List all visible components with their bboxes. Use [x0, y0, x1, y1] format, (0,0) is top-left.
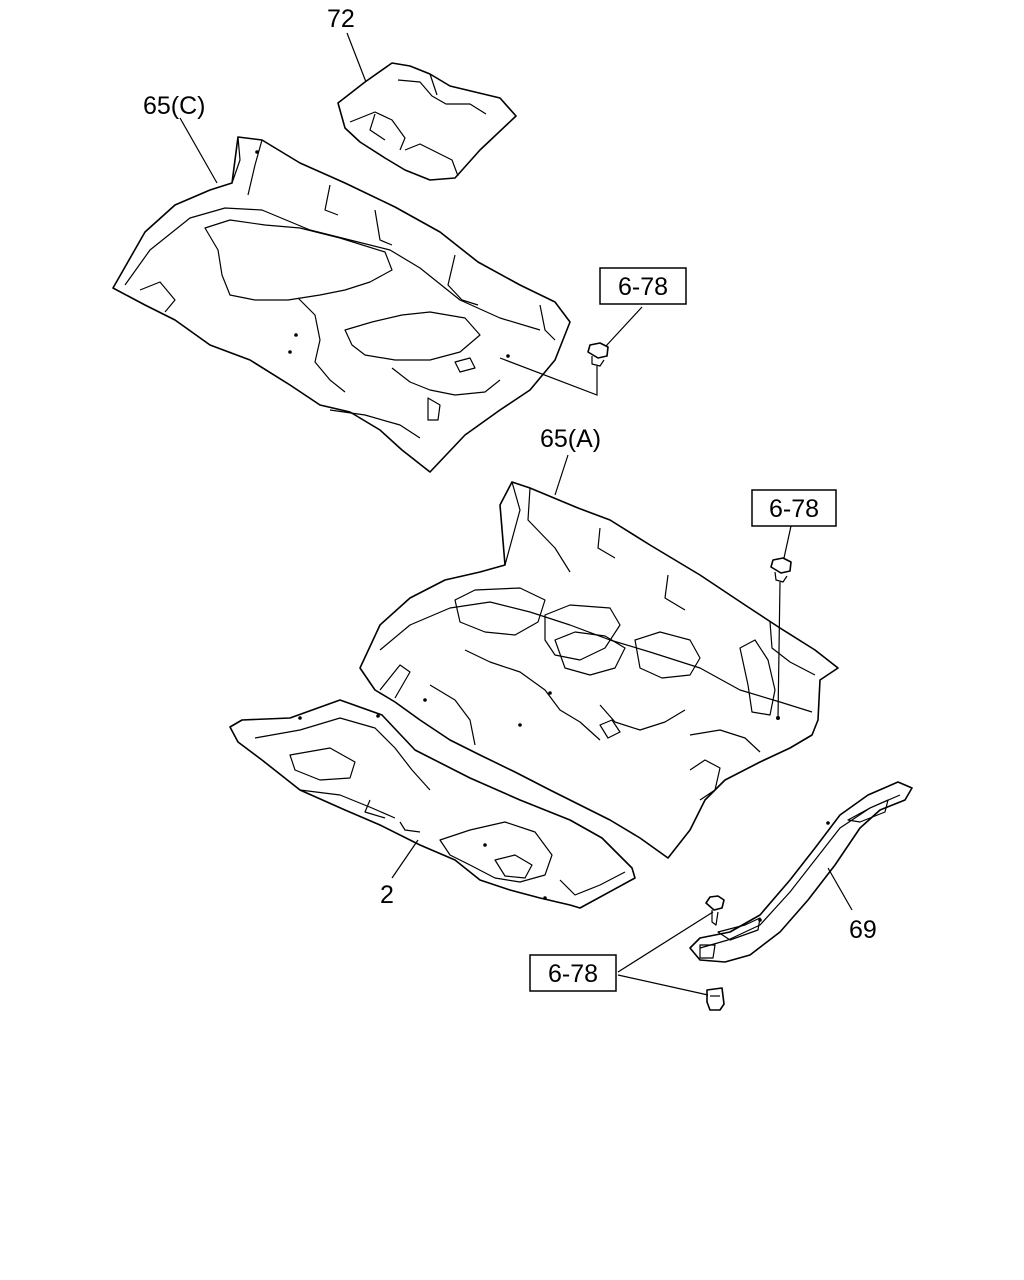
label-part-65a: 65(A)	[540, 425, 601, 453]
front-floor-carpet-65a	[359, 481, 839, 859]
reference-box-middle[interactable]: 6-78	[751, 489, 837, 527]
reference-label-upper: 6-78	[618, 273, 668, 301]
clip-fastener-lower	[706, 987, 725, 1011]
screw-fastener-lower	[705, 895, 725, 926]
reference-box-lower[interactable]: 6-78	[529, 954, 617, 992]
reference-label-lower: 6-78	[548, 960, 598, 988]
label-part-2: 2	[380, 881, 394, 909]
label-part-72: 72	[327, 5, 355, 33]
rear-floor-carpet-65c	[112, 136, 571, 473]
clip-fastener-upper	[587, 342, 609, 367]
reference-box-upper[interactable]: 6-78	[599, 267, 687, 305]
reference-label-middle: 6-78	[769, 495, 819, 523]
leader-lines	[179, 32, 853, 996]
label-part-69: 69	[849, 916, 877, 944]
sill-scuff-plate-69	[689, 781, 913, 963]
front-floor-insulator-2	[229, 699, 636, 909]
insulator-pad-72	[337, 62, 517, 181]
clip-fastener-middle	[770, 557, 792, 583]
label-part-65c: 65(C)	[143, 92, 206, 120]
